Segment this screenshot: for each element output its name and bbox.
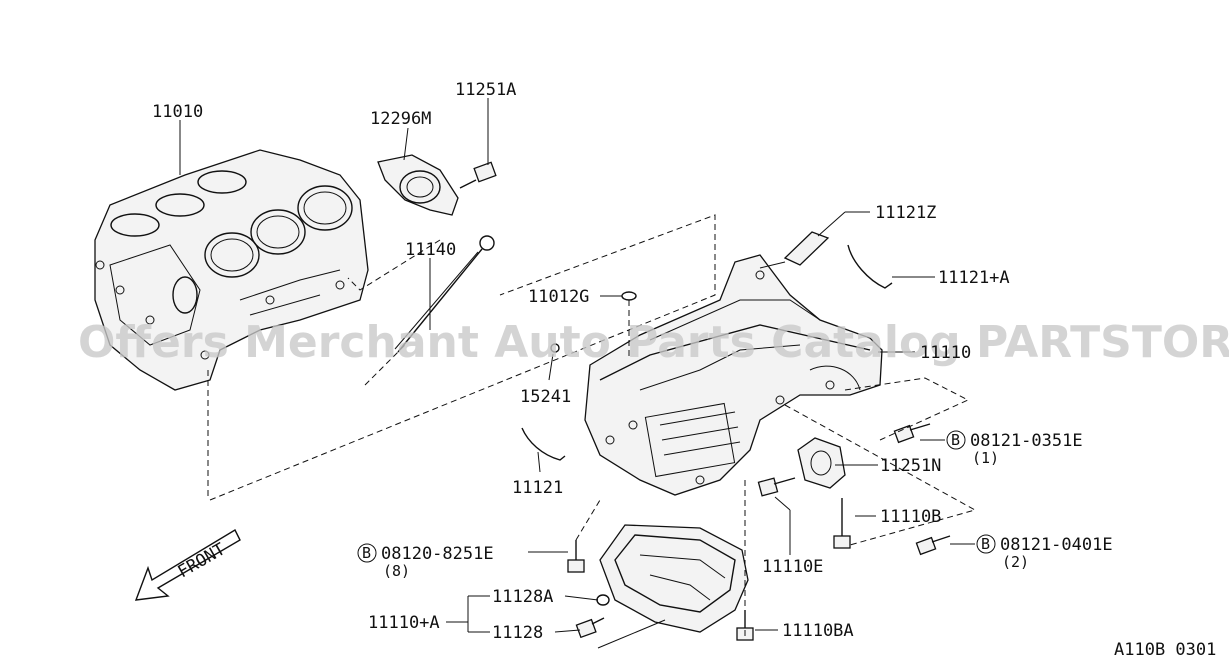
label-11121a[interactable]: 11121+A — [938, 268, 1010, 288]
front-label: FRONT — [175, 539, 229, 582]
label-08120-8251e: 08120-8251E — [381, 544, 494, 564]
bolt-11110b-drawing — [833, 498, 851, 549]
label-11128[interactable]: 11128 — [492, 623, 543, 643]
plug-11012g-drawing — [621, 291, 637, 301]
qty-08120-8251e: (8) — [383, 562, 410, 580]
qty-08121-0351e: (1) — [972, 449, 999, 467]
cylinder-block-drawing — [94, 149, 369, 391]
gasket-11121z-drawing — [759, 231, 830, 269]
bolt-08121-0351e-drawing — [893, 423, 931, 444]
part-labels: 11010 12296M 11251A 11140 11012G 11121Z … — [152, 80, 1113, 643]
label-11121[interactable]: 11121 — [512, 478, 563, 498]
label-11140[interactable]: 11140 — [405, 240, 456, 260]
label-11110ba[interactable]: 11110BA — [782, 621, 854, 641]
label-11128a[interactable]: 11128A — [492, 587, 553, 607]
label-11110a[interactable]: 11110+A — [368, 613, 440, 633]
label-11110e[interactable]: 11110E — [762, 557, 823, 577]
label-08121-0401e: 08121-0401E — [1000, 535, 1113, 555]
seal-11121-drawing — [521, 427, 566, 461]
label-11012g[interactable]: 11012G — [528, 287, 589, 307]
label-11251a[interactable]: 11251A — [455, 80, 516, 100]
lower-oil-pan-drawing — [599, 524, 749, 633]
label-11110b[interactable]: 11110B — [880, 507, 941, 527]
leader-lines — [179, 98, 975, 649]
label-11010[interactable]: 11010 — [152, 102, 203, 122]
label-11121z[interactable]: 11121Z — [875, 203, 936, 223]
bolt-08120-8251e-drawing — [567, 540, 585, 573]
gasket-11251n-drawing — [797, 437, 846, 489]
bolt-symbol-letter: B — [951, 431, 960, 449]
o-ring-15241-drawing — [550, 343, 560, 353]
bolt-symbol-letter: B — [981, 535, 990, 553]
seal-11121a-drawing — [847, 244, 893, 289]
drain-washer-11128a-drawing — [596, 594, 610, 606]
assembly-dashed-lines — [207, 214, 977, 640]
label-08121-0351e: 08121-0351E — [970, 431, 1083, 451]
callout-08121-0351e[interactable]: B 08121-0351E (1) — [946, 430, 1083, 467]
bolt-symbol-letter: B — [362, 544, 371, 562]
bolt-11251a-drawing — [459, 161, 497, 189]
diagram-code: A110B 0301 — [1114, 640, 1216, 660]
qty-08121-0401e: (2) — [1002, 553, 1029, 571]
callout-08121-0401e[interactable]: B 08121-0401E (2) — [976, 534, 1113, 571]
label-15241[interactable]: 15241 — [520, 387, 571, 407]
oil-dipstick-drawing — [394, 235, 495, 353]
bolt-symbol-icon — [976, 534, 996, 554]
watermark-text: Offers Merchant Auto Parts Catalog PARTS… — [78, 317, 1229, 368]
bolt-11110e-drawing — [757, 477, 796, 497]
rear-oil-seal-retainer-drawing — [377, 154, 459, 216]
label-11110[interactable]: 11110 — [920, 343, 971, 363]
front-direction-indicator: FRONT — [134, 529, 241, 601]
upper-oil-pan-drawing — [584, 254, 883, 496]
label-11251n[interactable]: 11251N — [880, 456, 941, 476]
bolt-symbol-icon — [946, 430, 966, 450]
drain-plug-11128-drawing — [575, 617, 605, 639]
bolt-symbol-icon — [357, 543, 377, 563]
callout-08120-8251e[interactable]: B 08120-8251E (8) — [357, 543, 494, 580]
label-12296m[interactable]: 12296M — [370, 109, 431, 129]
bolt-08121-0401e-drawing — [915, 535, 951, 556]
